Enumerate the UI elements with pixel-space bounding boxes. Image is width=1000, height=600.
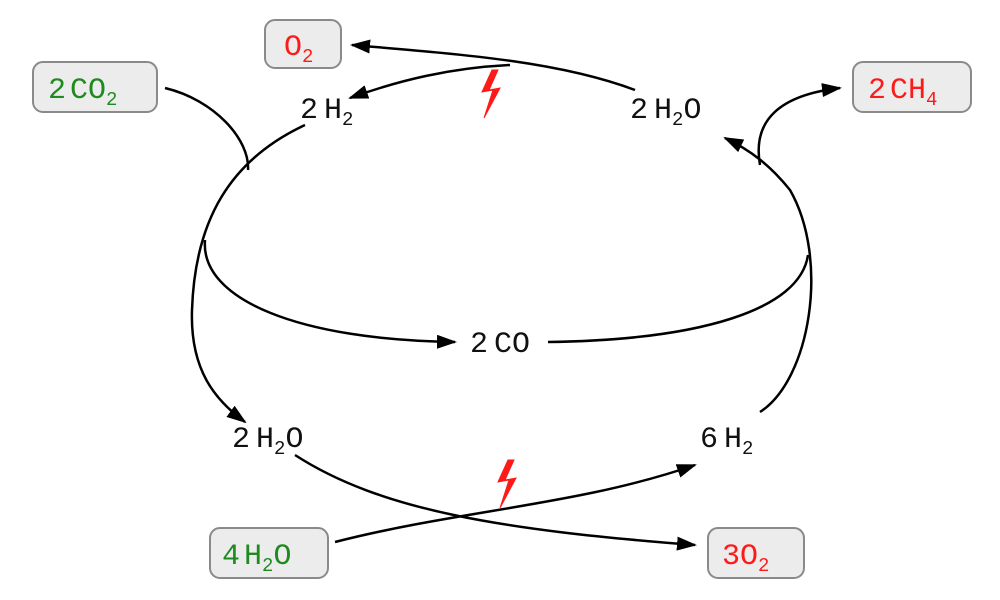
box-subscript: 2: [262, 555, 273, 577]
box-formula: O: [284, 31, 302, 65]
node-formula: H: [324, 94, 342, 128]
arrow-h2o-to-o2: [350, 39, 636, 92]
arrow-co2-feed: [164, 86, 250, 171]
box-3o2: 3O2: [707, 527, 805, 579]
box-o2-top: O2: [264, 19, 342, 69]
box-subscript: 2: [106, 89, 117, 111]
node-formula-tail: O: [285, 423, 303, 457]
node-formula: CO: [494, 328, 530, 362]
node-formula: H: [654, 94, 672, 128]
arrow-h2-to-h2o-bottom: [190, 123, 306, 424]
box-formula-tail: O: [273, 540, 291, 574]
node-coef: 2: [630, 94, 648, 128]
node-subscript: 2: [342, 109, 353, 131]
node-formula: H: [256, 423, 274, 457]
box-coef: 2: [868, 74, 886, 108]
node-subscript: 2: [672, 109, 683, 131]
node-coef: 2: [232, 423, 250, 457]
node-subscript: 2: [742, 438, 753, 460]
box-formula: O: [740, 540, 758, 574]
node-coef: 2: [470, 328, 488, 362]
box-coef: 2: [48, 74, 66, 108]
node-coef: 2: [300, 94, 318, 128]
box-coef: 3: [722, 540, 740, 574]
node-formula-tail: O: [683, 94, 701, 128]
lightning-icon: [497, 459, 517, 509]
arrow-h2o-to-h2: [348, 63, 511, 100]
box-formula: CO: [70, 74, 106, 108]
arrow-6h2-to-h2o-top: [723, 136, 813, 414]
box-subscript: 4: [926, 89, 937, 111]
box-coef: 4: [222, 540, 240, 574]
node-coef: 6: [700, 423, 718, 457]
arrow-to-ch4: [757, 83, 842, 166]
box-formula: CH: [890, 74, 926, 108]
node-subscript: 2: [274, 438, 285, 460]
node-formula: H: [724, 423, 742, 457]
lightning-icon: [481, 69, 501, 119]
box-subscript: 2: [758, 555, 769, 577]
svg-text:O2: O2: [284, 31, 313, 68]
box-formula: H: [244, 540, 262, 574]
arrow-4h2o-to-6h2: [334, 463, 697, 544]
svg-text:3O2: 3O2: [722, 540, 769, 577]
arrow-2co-to-right: [547, 254, 810, 344]
box-subscript: 2: [302, 46, 313, 68]
arrow-to-2co: [203, 239, 457, 349]
arrow-h2o-to-3o2: [294, 453, 697, 551]
